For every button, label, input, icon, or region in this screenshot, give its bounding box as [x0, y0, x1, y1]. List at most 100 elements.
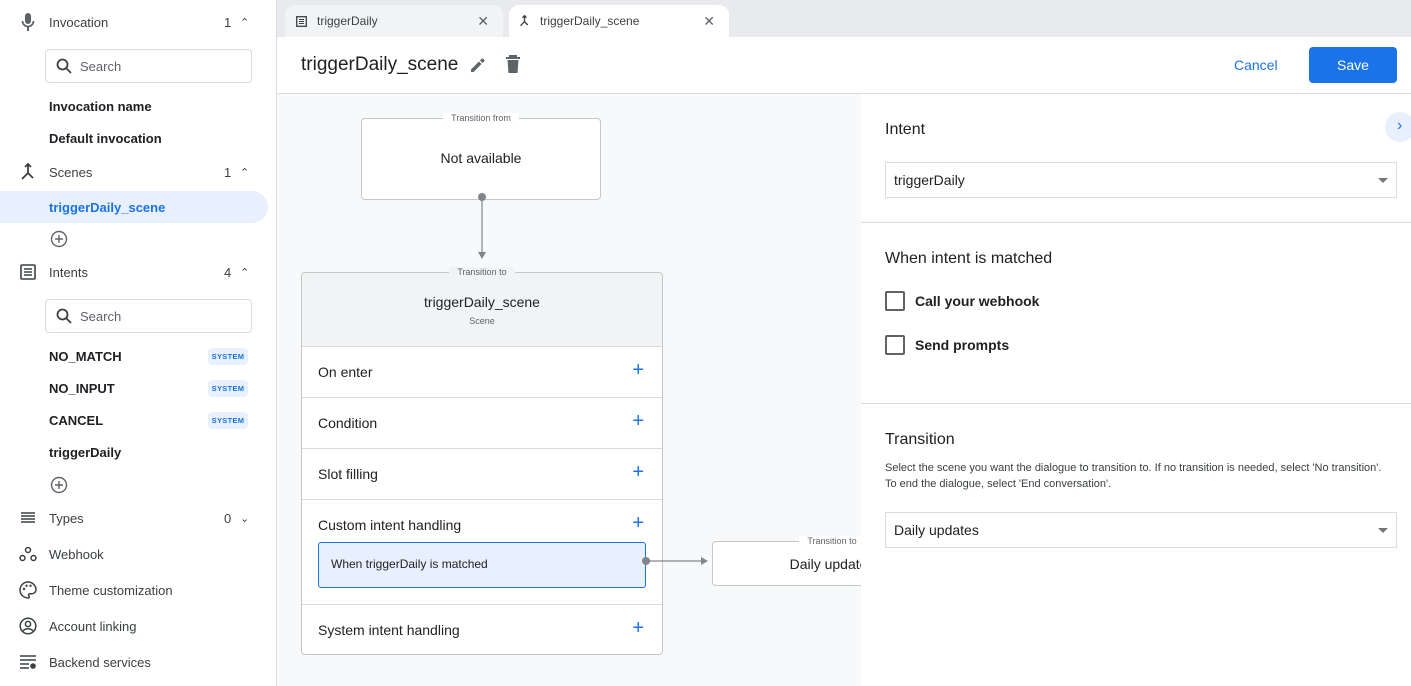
cancel-button[interactable]: Cancel: [1234, 57, 1278, 73]
intent-handler-item[interactable]: When triggerDaily is matched: [318, 542, 646, 588]
close-tab-icon[interactable]: ✕: [703, 12, 715, 29]
chevron-up-icon[interactable]: ⌃: [240, 16, 250, 29]
transition-from-node: Transition from Not available: [361, 113, 601, 200]
chevron-up-icon[interactable]: ⌃: [240, 266, 250, 279]
sidebar-label: Theme customization: [49, 582, 173, 598]
row-condition[interactable]: Condition+: [302, 397, 662, 448]
delete-trash-icon[interactable]: [505, 55, 521, 74]
transition-select[interactable]: Daily updates: [885, 512, 1397, 548]
sidebar-item-account-linking[interactable]: Account linking: [0, 611, 276, 641]
tab-bar: triggerDaily ✕ triggerDaily_scene ✕: [277, 0, 1411, 37]
scene-node: Transition to triggerDaily_scene Scene O…: [301, 267, 663, 655]
node-label: Transition to: [302, 267, 662, 277]
plus-icon[interactable]: +: [632, 461, 644, 483]
system-badge: SYSTEM: [208, 380, 248, 397]
tab-triggerdaily-scene[interactable]: triggerDaily_scene ✕: [509, 5, 729, 37]
sidebar: Invocation 1 ⌃ Search Invocation name De…: [0, 0, 277, 686]
sidebar-label: Webhook: [49, 546, 104, 562]
sidebar-section-invocation[interactable]: Invocation 1 ⌃: [0, 7, 276, 37]
intent-icon: [296, 15, 307, 27]
edit-pencil-icon[interactable]: [469, 56, 487, 74]
scene-title[interactable]: triggerDaily_scene: [424, 294, 540, 310]
search-placeholder: Search: [80, 308, 122, 324]
dropdown-arrow-icon: [1378, 178, 1388, 183]
sidebar-item-invocation-name[interactable]: Invocation name: [49, 99, 152, 114]
node-label: Transition from: [362, 113, 600, 123]
call-webhook-checkbox[interactable]: Call your webhook: [885, 291, 1039, 311]
sidebar-item-triggerdaily-scene[interactable]: triggerDaily_scene: [0, 191, 268, 223]
sidebar-label: Backend services: [49, 654, 151, 670]
row-slot-filling[interactable]: Slot filling+: [302, 448, 662, 499]
chevron-down-icon[interactable]: ⌄: [240, 512, 250, 525]
intents-search-input[interactable]: Search: [45, 299, 252, 333]
node-value: Daily updates: [789, 556, 861, 572]
sidebar-item-label: triggerDaily_scene: [49, 200, 166, 215]
sidebar-item-no-input[interactable]: NO_INPUT: [49, 381, 115, 396]
sidebar-section-intents[interactable]: Intents 4 ⌃: [0, 257, 276, 287]
chevron-up-icon[interactable]: ⌃: [240, 166, 250, 179]
connector-arrow: [642, 557, 708, 565]
intent-select[interactable]: triggerDaily: [885, 162, 1397, 198]
sidebar-label: Invocation: [49, 14, 109, 30]
sidebar-label: Account linking: [49, 618, 137, 634]
sidebar-label: Intents: [49, 264, 89, 280]
when-matched-title: When intent is matched: [885, 250, 1053, 267]
search-placeholder: Search: [80, 58, 122, 74]
node-value: Not available: [440, 150, 522, 166]
sidebar-item-backend-services[interactable]: Backend services: [0, 647, 276, 677]
add-intent-icon[interactable]: [50, 476, 68, 494]
plus-icon[interactable]: +: [632, 512, 644, 534]
mic-icon: [18, 12, 38, 32]
sidebar-label: Types: [49, 510, 84, 526]
connector-arrow: [478, 193, 486, 259]
palette-icon: [18, 580, 38, 600]
row-custom-intent-handling[interactable]: Custom intent handling+ When triggerDail…: [302, 499, 662, 604]
collapse-chevron-right-icon[interactable]: ›: [1385, 112, 1411, 142]
transition-help-text: Select the scene you want the dialogue t…: [885, 462, 1382, 490]
system-badge: SYSTEM: [208, 348, 248, 365]
tab-label: triggerDaily_scene: [540, 14, 640, 28]
tab-triggerdaily[interactable]: triggerDaily ✕: [285, 5, 503, 37]
backend-settings-icon: [18, 652, 38, 672]
sidebar-item-theme-customization[interactable]: Theme customization: [0, 575, 276, 605]
page-title: triggerDaily_scene: [301, 54, 459, 75]
search-icon: [56, 308, 72, 324]
count: 0: [224, 510, 232, 526]
plus-icon[interactable]: +: [632, 359, 644, 381]
dropdown-arrow-icon: [1378, 528, 1388, 533]
plus-icon[interactable]: +: [632, 617, 644, 639]
count: 1: [224, 164, 232, 180]
page-header: triggerDaily_scene Cancel Save: [277, 37, 1411, 94]
sidebar-item-no-match[interactable]: NO_MATCH: [49, 349, 122, 364]
scene-subtitle: Scene: [469, 316, 495, 326]
sidebar-item-default-invocation[interactable]: Default invocation: [49, 131, 162, 146]
row-on-enter[interactable]: On enter+: [302, 346, 662, 397]
scene-merge-icon: [18, 162, 38, 182]
scene-canvas: Transition from Not available Transition…: [277, 94, 861, 686]
add-scene-icon[interactable]: [50, 230, 68, 248]
send-prompts-checkbox[interactable]: Send prompts: [885, 335, 1009, 355]
list-icon: [18, 262, 38, 282]
invocation-search-input[interactable]: Search: [45, 49, 252, 83]
sidebar-item-webhook[interactable]: Webhook: [0, 539, 276, 569]
intent-title: Intent: [885, 121, 926, 138]
system-badge: SYSTEM: [208, 412, 248, 429]
sidebar-label: Scenes: [49, 164, 93, 180]
row-system-intent-handling[interactable]: System intent handling+: [302, 604, 662, 655]
sidebar-section-scenes[interactable]: Scenes 1 ⌃: [0, 157, 276, 187]
scene-icon: [520, 15, 529, 27]
search-icon: [56, 58, 72, 74]
lines-icon: [18, 508, 38, 528]
tab-label: triggerDaily: [317, 14, 378, 28]
account-circle-icon: [18, 616, 38, 636]
sidebar-item-cancel[interactable]: CANCEL: [49, 413, 104, 428]
close-tab-icon[interactable]: ✕: [477, 12, 489, 29]
intent-panel: › Intent triggerDaily When intent is mat…: [861, 94, 1411, 686]
transition-to-next-node[interactable]: Transition to Daily updates: [712, 536, 861, 586]
count: 1: [224, 14, 232, 30]
save-button[interactable]: Save: [1309, 47, 1397, 83]
sidebar-item-triggerdaily[interactable]: triggerDaily: [49, 445, 122, 460]
webhook-icon: [18, 544, 38, 564]
sidebar-section-types[interactable]: Types 0 ⌄: [0, 503, 276, 533]
plus-icon[interactable]: +: [632, 410, 644, 432]
